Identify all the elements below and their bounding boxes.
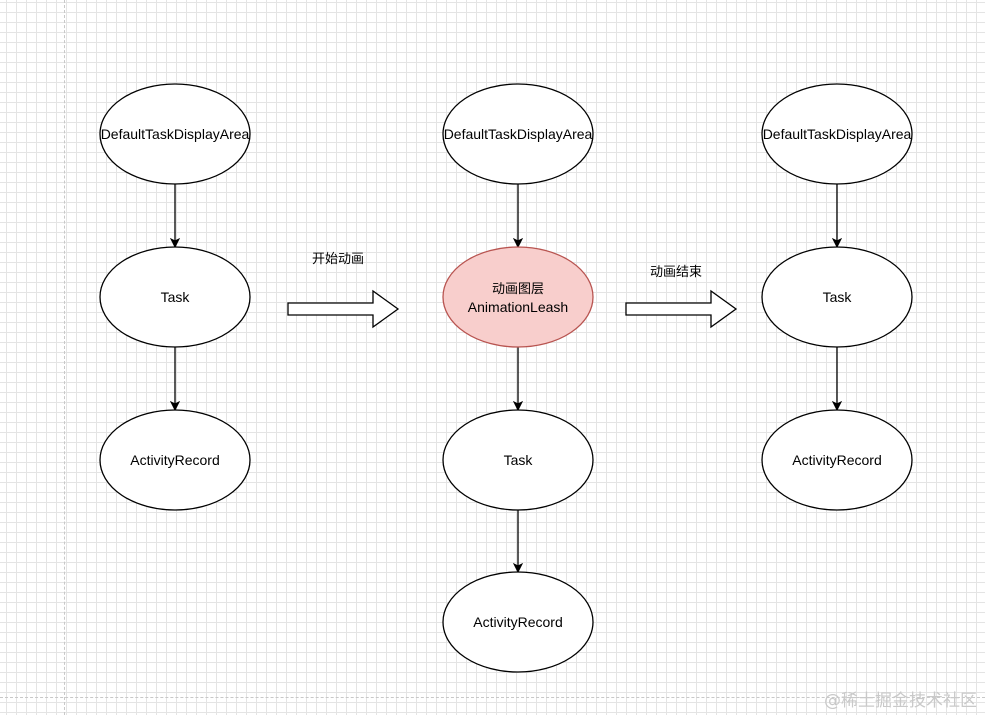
node-activityrecord: ActivityRecord <box>99 409 251 511</box>
transition-2: 动画结束 <box>625 265 738 329</box>
node-task-shape <box>761 246 913 348</box>
node-activityrecord-label: ActivityRecord <box>473 614 562 630</box>
transition-1: 开始动画 <box>287 252 400 329</box>
node-task-label: Task <box>823 289 853 305</box>
node-task: Task <box>761 246 913 348</box>
node-activityrecord-label: ActivityRecord <box>130 452 219 468</box>
page-guide-horizontal <box>0 697 985 698</box>
edges-layer <box>175 184 837 572</box>
node-activityrecord-shape <box>99 409 251 511</box>
node-defaulttaskdisplayarea-shape <box>761 83 913 185</box>
nodes-layer: DefaultTaskDisplayAreaTaskActivityRecord… <box>99 83 913 673</box>
node-activityrecord-shape <box>761 409 913 511</box>
node-defaulttaskdisplayarea: DefaultTaskDisplayArea <box>99 83 251 185</box>
node-activityrecord-shape <box>442 571 594 673</box>
node-task-label: Task <box>504 452 534 468</box>
node-activityrecord-label: ActivityRecord <box>792 452 881 468</box>
hollow-right-arrow-icon <box>287 289 400 329</box>
transition-label: 动画结束 <box>650 265 702 280</box>
node-animationleash: 动画图层 AnimationLeash <box>442 246 594 348</box>
watermark: @稀土掘金技术社区 <box>824 691 977 711</box>
node-defaulttaskdisplayarea-label: DefaultTaskDisplayArea <box>444 126 593 142</box>
page-guide-vertical <box>64 0 65 715</box>
node-defaulttaskdisplayarea: DefaultTaskDisplayArea <box>761 83 913 185</box>
node-task-shape <box>442 409 594 511</box>
node-task-shape <box>99 246 251 348</box>
node-defaulttaskdisplayarea-label: DefaultTaskDisplayArea <box>763 126 912 142</box>
node-animationleash-label: 动画图层 <box>492 282 544 297</box>
node-animationleash-shape <box>442 246 594 348</box>
node-defaulttaskdisplayarea-shape <box>99 83 251 185</box>
node-activityrecord: ActivityRecord <box>442 571 594 673</box>
node-task: Task <box>99 246 251 348</box>
node-task-label: Task <box>161 289 191 305</box>
node-animationleash-sublabel: AnimationLeash <box>468 299 568 315</box>
node-activityrecord: ActivityRecord <box>761 409 913 511</box>
node-defaulttaskdisplayarea: DefaultTaskDisplayArea <box>442 83 594 185</box>
hollow-right-arrow-icon <box>625 289 738 329</box>
node-defaulttaskdisplayarea-shape <box>442 83 594 185</box>
node-defaulttaskdisplayarea-label: DefaultTaskDisplayArea <box>101 126 250 142</box>
node-task: Task <box>442 409 594 511</box>
transition-label: 开始动画 <box>312 252 364 267</box>
